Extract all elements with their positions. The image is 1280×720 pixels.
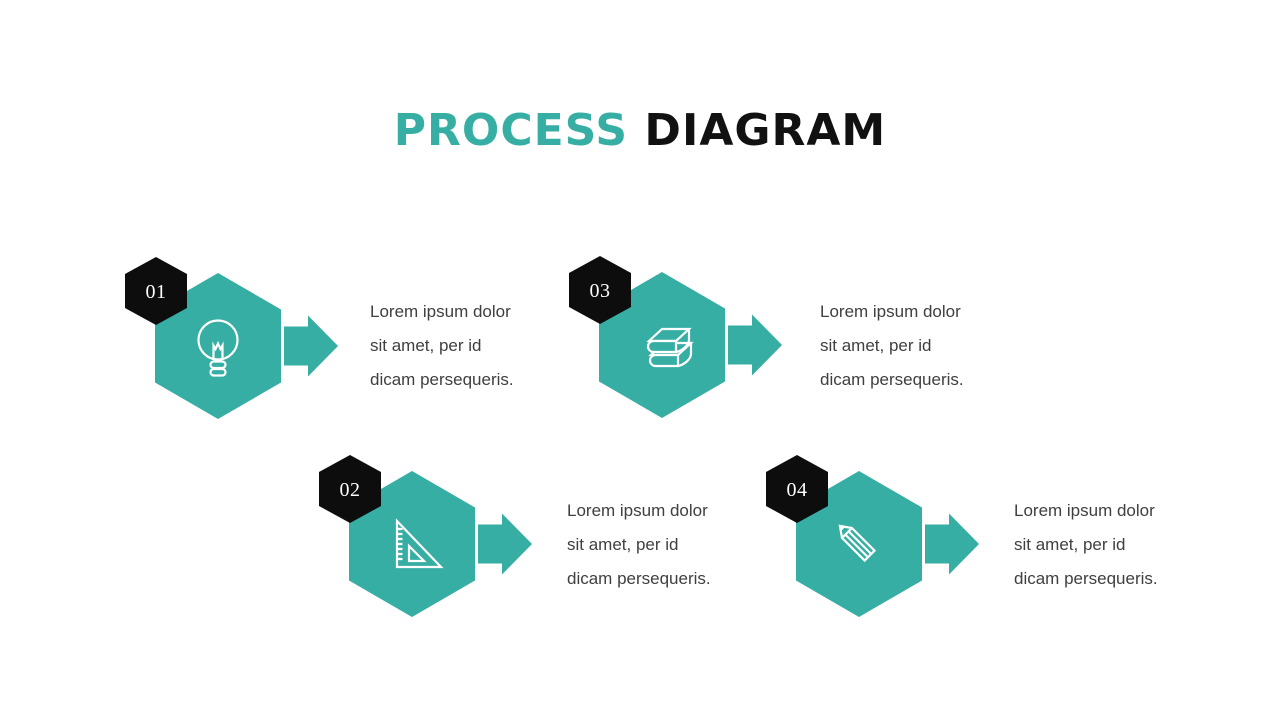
- arrow-right-icon: [284, 315, 338, 377]
- step-number-badge: [766, 455, 828, 523]
- set-square-icon: [395, 518, 444, 569]
- arrow-right-icon: [478, 513, 532, 575]
- description-line: Lorem ipsum dolor: [820, 302, 961, 321]
- process-step-4: 04: [765, 455, 981, 621]
- step-number: 03: [590, 280, 611, 302]
- description-line: Lorem ipsum dolor: [1014, 501, 1155, 520]
- description-line: sit amet, per id: [1014, 535, 1126, 554]
- step-1-description: Lorem ipsum dolor sit amet, per id dicam…: [370, 295, 545, 397]
- title-dark-word: DIAGRAM: [644, 105, 887, 156]
- description-line: Lorem ipsum dolor: [370, 302, 511, 321]
- description-line: Lorem ipsum dolor: [567, 501, 708, 520]
- process-step-2: 02: [318, 455, 534, 621]
- step-4-description: Lorem ipsum dolor sit amet, per id dicam…: [1014, 494, 1189, 596]
- step-2-description: Lorem ipsum dolor sit amet, per id dicam…: [567, 494, 742, 596]
- description-line: sit amet, per id: [567, 535, 679, 554]
- description-line: dicam persequeris.: [1014, 569, 1158, 588]
- description-line: dicam persequeris.: [567, 569, 711, 588]
- step-number-badge: [319, 455, 381, 523]
- description-line: dicam persequeris.: [370, 370, 514, 389]
- description-line: dicam persequeris.: [820, 370, 964, 389]
- lightbulb-icon: [197, 319, 239, 377]
- description-line: sit amet, per id: [820, 336, 932, 355]
- hexagon-shape: [349, 471, 475, 617]
- description-line: sit amet, per id: [370, 336, 482, 355]
- arrow-right-icon: [925, 513, 979, 575]
- step-number-badge: [569, 256, 631, 324]
- step-number-badge: [125, 257, 187, 325]
- arrow-right-icon: [728, 314, 782, 376]
- hexagon-shape: [796, 471, 922, 617]
- step-3-description: Lorem ipsum dolor sit amet, per id dicam…: [820, 295, 995, 397]
- process-step-1: 01: [124, 257, 340, 423]
- page-title: PROCESS DIAGRAM: [0, 105, 1280, 156]
- step-number: 01: [146, 281, 167, 303]
- step-number: 04: [787, 479, 808, 501]
- pencil-icon: [838, 524, 877, 563]
- title-accent-word: PROCESS: [393, 105, 629, 156]
- process-step-3: 03: [568, 256, 784, 422]
- books-icon: [646, 327, 694, 368]
- step-number: 02: [340, 479, 361, 501]
